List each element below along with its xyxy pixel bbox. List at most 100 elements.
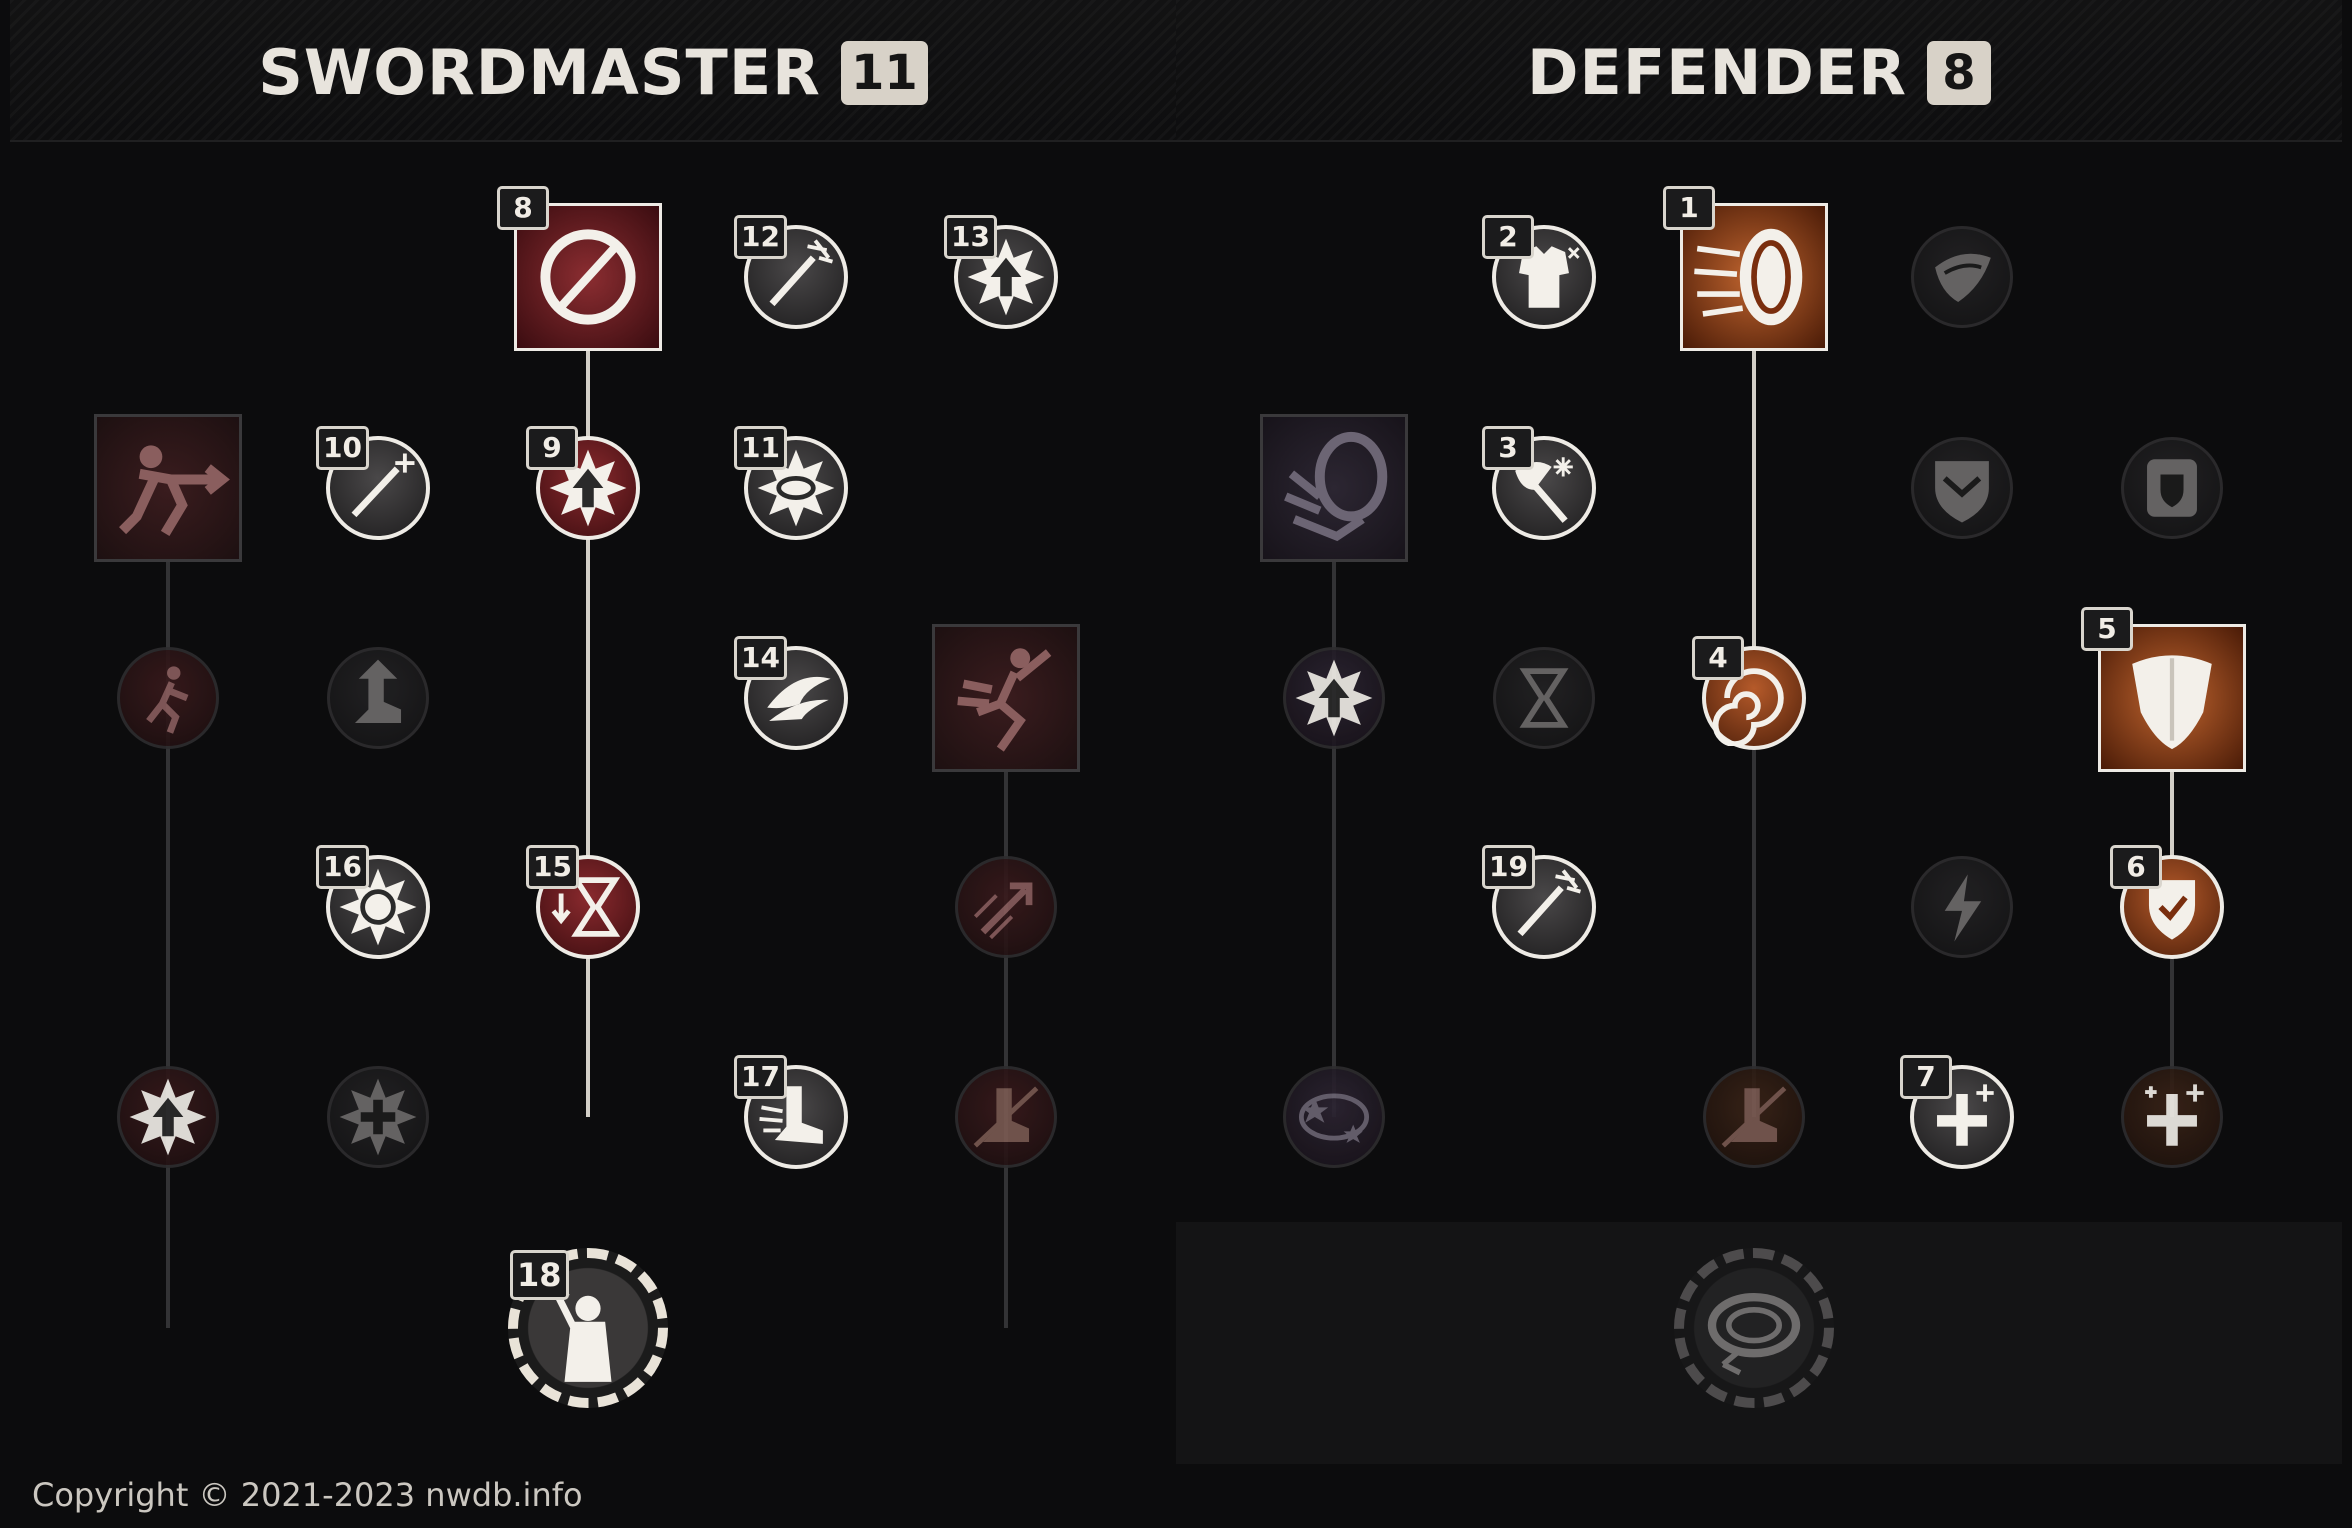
skill-node-shield-swirl[interactable] <box>1911 226 2013 328</box>
lunge-figure-icon <box>119 445 230 536</box>
skill-order-badge: 5 <box>2081 607 2133 651</box>
boot-slash-icon <box>973 1086 1039 1148</box>
skill-order-badge: 14 <box>734 636 787 680</box>
skill-order-badge: 13 <box>944 215 997 259</box>
shield-chevron-icon <box>1935 461 1989 523</box>
lightning-shard-icon <box>1944 874 1982 942</box>
skill-order-badge: 18 <box>510 1250 569 1300</box>
skill-grid: 2 1 3 4 5 19 6 7 <box>1176 0 2342 1460</box>
arrow-dash-icon <box>973 882 1033 940</box>
sword-slash-icon <box>769 239 834 307</box>
skill-order-badge: 7 <box>1900 1055 1952 1099</box>
skill-node-burst-cross[interactable] <box>327 1066 429 1168</box>
tree-header: DEFENDER 8 <box>1176 0 2342 142</box>
skill-connector <box>166 488 170 1328</box>
tree-title: SWORDMASTER <box>258 36 821 109</box>
skill-connector <box>1332 488 1336 1117</box>
sword-sparkle-icon <box>351 453 415 518</box>
defender-tree: DEFENDER 8 2 1 3 4 5 19 6 7 <box>1176 0 2342 1464</box>
skill-node-runner[interactable] <box>117 647 219 749</box>
skill-node-lightning-shard[interactable] <box>1911 856 2013 958</box>
skill-connector <box>1752 277 1756 698</box>
tree-points-badge: 11 <box>840 40 928 105</box>
armor-chest-icon <box>1519 246 1580 308</box>
skill-node-wind-swoosh[interactable]: 14 <box>734 636 848 750</box>
skill-node-kite-shield[interactable]: 5 <box>2081 607 2246 772</box>
skill-node-winged-boot[interactable]: 17 <box>734 1055 848 1169</box>
skill-connector <box>2170 907 2174 1117</box>
tree-header: SWORDMASTER 11 <box>10 0 1176 142</box>
skill-node-star-orbit[interactable] <box>1283 1066 1385 1168</box>
shield-spin-icon <box>1707 1293 1801 1376</box>
skill-node-leap-strike[interactable] <box>932 624 1080 772</box>
skill-node-burst-arrow-up[interactable]: 13 <box>944 215 1058 329</box>
wind-swoosh-icon <box>767 676 831 722</box>
shield-bash-icon <box>1694 228 1803 326</box>
skill-node-sword-slash[interactable]: 12 <box>734 215 848 329</box>
skill-node-hourglass[interactable] <box>1493 647 1595 749</box>
skill-node-burst-arrow-up[interactable] <box>1283 647 1385 749</box>
skill-node-shield-spin[interactable] <box>1674 1248 1834 1408</box>
skill-node-boot-arrow[interactable] <box>327 647 429 749</box>
tree-title: DEFENDER <box>1527 36 1907 109</box>
sword-slash-icon <box>1517 869 1582 937</box>
skill-order-badge: 11 <box>734 426 787 470</box>
sword-circle-icon <box>540 229 636 325</box>
skill-node-arrow-dash[interactable] <box>955 856 1057 958</box>
skill-connector <box>586 277 590 1117</box>
skill-node-sword-circle[interactable]: 8 <box>497 186 662 351</box>
skill-order-badge: 9 <box>526 426 578 470</box>
skill-grid: 8 12 13 10 9 11 14 16 15 17 18 <box>10 0 1176 1460</box>
skill-node-shield-check[interactable]: 6 <box>2110 845 2224 959</box>
skill-node-shield-chevron[interactable] <box>1911 437 2013 539</box>
kite-shield-icon <box>2132 655 2212 750</box>
shield-throw-icon <box>1284 431 1388 542</box>
badge-shield-icon <box>2147 459 2197 517</box>
skill-node-burst-swirl[interactable]: 11 <box>734 426 848 540</box>
skill-node-heal-cross[interactable]: 7 <box>1900 1055 2014 1169</box>
skill-connector <box>1004 698 1008 1328</box>
copyright-text: Copyright © 2021-2023 nwdb.info <box>32 1476 583 1514</box>
skill-node-raised-fist-hero[interactable]: 18 <box>508 1248 668 1408</box>
skill-node-vortex[interactable]: 4 <box>1692 636 1806 750</box>
skill-node-sword-slash[interactable]: 19 <box>1482 845 1596 959</box>
skill-node-burst-arrow-up[interactable] <box>117 1066 219 1168</box>
skill-order-badge: 10 <box>316 426 369 470</box>
skill-order-badge: 3 <box>1482 426 1534 470</box>
skill-order-badge: 16 <box>316 845 369 889</box>
skill-node-lunge-figure[interactable] <box>94 414 242 562</box>
skill-node-burst-arrow-up[interactable]: 9 <box>526 426 640 540</box>
leap-strike-icon <box>957 648 1052 752</box>
skill-order-badge: 12 <box>734 215 787 259</box>
skill-order-badge: 1 <box>1663 186 1715 230</box>
skill-node-shield-throw[interactable] <box>1260 414 1408 562</box>
skill-order-badge: 8 <box>497 186 549 230</box>
burst-arrow-up-icon <box>129 1078 207 1156</box>
skill-node-star-ring-burst[interactable]: 16 <box>316 845 430 959</box>
skill-node-boot-slash[interactable] <box>1703 1066 1805 1168</box>
shield-check-icon <box>2148 880 2196 940</box>
skill-node-hourglass-arrow[interactable]: 15 <box>526 845 640 959</box>
skill-node-heal-cross[interactable] <box>2121 1066 2223 1168</box>
skill-node-shield-bash[interactable]: 1 <box>1663 186 1828 351</box>
boot-arrow-icon <box>354 659 402 723</box>
vortex-icon <box>1712 668 1784 746</box>
swordmaster-tree: SWORDMASTER 11 8 12 13 10 9 11 14 16 15 17 18 <box>10 0 1176 1460</box>
skill-node-armor-chest[interactable]: 2 <box>1482 215 1596 329</box>
hourglass-icon <box>1519 668 1569 728</box>
boot-slash-icon <box>1721 1086 1787 1148</box>
skill-order-badge: 4 <box>1692 636 1744 680</box>
heal-cross-icon <box>1935 1084 1994 1146</box>
tree-points-badge: 8 <box>1926 40 1991 105</box>
skill-node-badge-shield[interactable] <box>2121 437 2223 539</box>
skill-order-badge: 6 <box>2110 845 2162 889</box>
burst-cross-icon <box>339 1078 417 1156</box>
shield-swirl-icon <box>1935 253 1991 302</box>
skill-node-sword-sparkle[interactable]: 10 <box>316 426 430 540</box>
skill-order-badge: 15 <box>526 845 579 889</box>
skill-node-boot-slash[interactable] <box>955 1066 1057 1168</box>
skill-connector <box>2170 698 2174 907</box>
star-orbit-icon <box>1298 1093 1370 1143</box>
burst-arrow-up-icon <box>1295 659 1373 737</box>
skill-node-axe-frost[interactable]: 3 <box>1482 426 1596 540</box>
